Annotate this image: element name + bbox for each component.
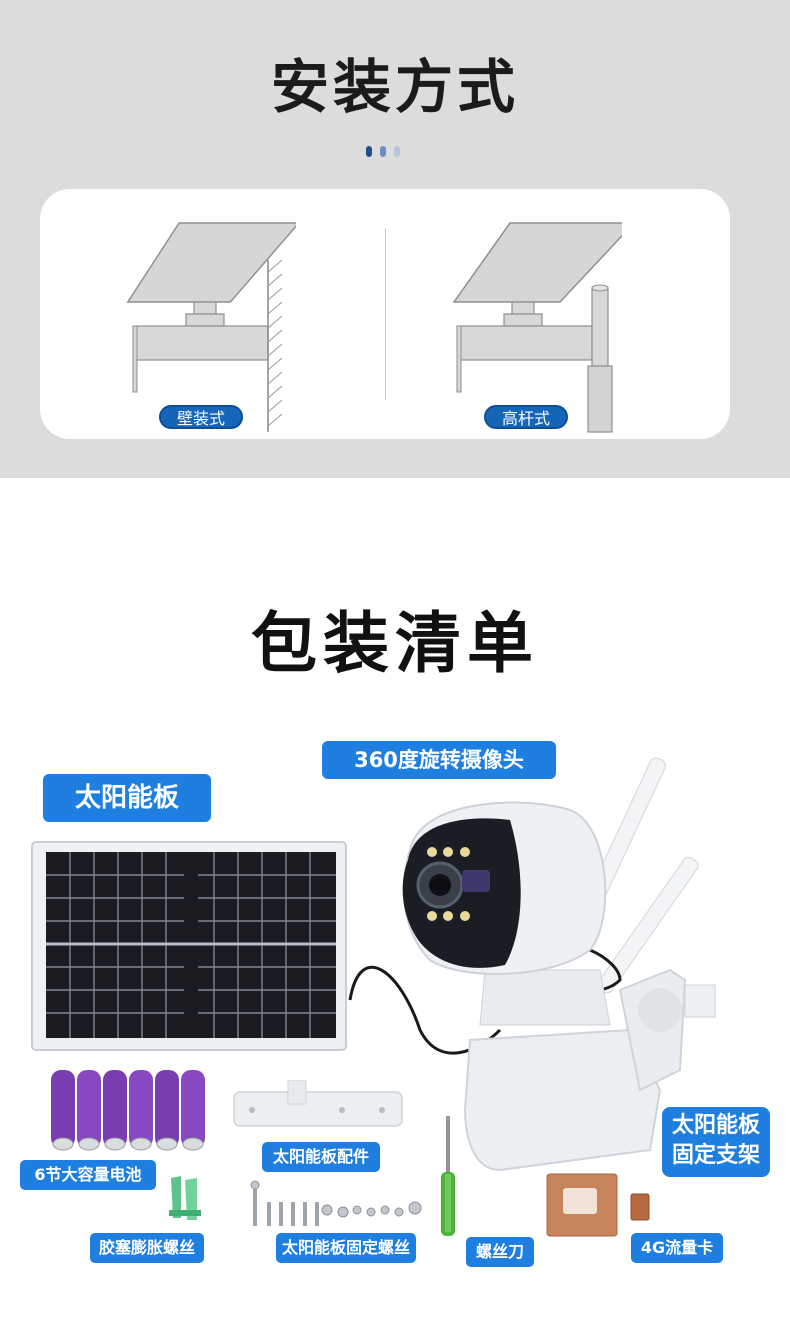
panel-parts-label: 太阳能板配件 (262, 1142, 380, 1172)
panel-screws-image (250, 1180, 422, 1226)
bracket-label-line2: 固定支架 (671, 1143, 760, 1168)
solar-panel-label: 太阳能板 (43, 774, 211, 822)
installation-section: 安装方式 壁装式 高杆式 (0, 0, 790, 478)
carousel-dots (366, 146, 406, 158)
carousel-dot-3[interactable] (394, 146, 400, 157)
carousel-dot-2[interactable] (380, 146, 386, 157)
battery-image (51, 1070, 205, 1151)
screwdriver-label: 螺丝刀 (466, 1237, 534, 1267)
carousel-dot-1[interactable] (366, 146, 372, 157)
screwdriver-image (441, 1116, 455, 1236)
bracket-label: 太阳能板 固定支架 (662, 1107, 770, 1177)
card-divider (385, 228, 386, 400)
battery-label: 6节大容量电池 (20, 1160, 156, 1190)
pole-mount-icon (452, 222, 622, 433)
pole-mount-label: 高杆式 (484, 405, 568, 429)
camera-label: 360度旋转摄像头 (322, 741, 556, 779)
camera-image (348, 757, 716, 1172)
panel-screws-label: 太阳能板固定螺丝 (276, 1233, 416, 1263)
anchor-image (169, 1176, 201, 1220)
panel-parts-image (233, 1080, 403, 1127)
anchor-label: 胶塞膨胀螺丝 (90, 1233, 204, 1263)
solar-panel-image (31, 841, 347, 1051)
installation-title: 安装方式 (270, 53, 519, 121)
sim-card-label: 4G流量卡 (631, 1233, 723, 1263)
wall-mount-icon (126, 222, 296, 432)
wall-mount-label: 壁装式 (159, 405, 243, 429)
package-title: 包装清单 (251, 605, 539, 682)
sim-card-image (546, 1173, 650, 1237)
bracket-label-line1: 太阳能板 (671, 1113, 760, 1138)
